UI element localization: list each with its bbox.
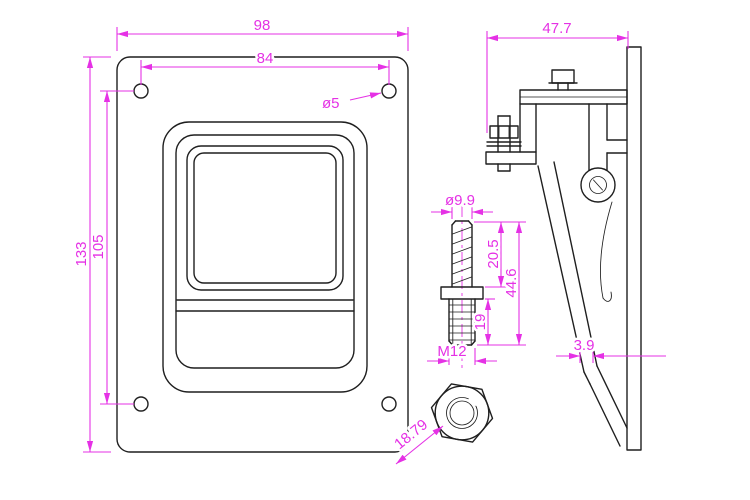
dim-text-overall-height: 133 xyxy=(73,241,90,266)
corner-hole-top-left xyxy=(133,83,149,99)
front-dim-hole-diameter: ø5 xyxy=(320,92,382,115)
spring-wire xyxy=(599,201,613,299)
key-slot xyxy=(593,179,603,191)
adjust-nut xyxy=(489,125,519,139)
dim-text-lower-length: 19 xyxy=(472,314,489,331)
plate-outline xyxy=(116,56,409,453)
stud-detail xyxy=(440,204,484,372)
stud-dim-upper-length: 20.5 xyxy=(474,221,526,288)
front-dim-overall-width: 98 xyxy=(116,15,409,51)
dim-text-thread-spec: M12 xyxy=(437,343,466,360)
front-dim-hole-spacing-height: 105 xyxy=(88,90,134,405)
corner-hole-bottom-left xyxy=(133,396,149,412)
nut-thread-major xyxy=(446,397,478,429)
dim-text-depth: 47.7 xyxy=(542,20,571,37)
dim-text-overall-width: 98 xyxy=(254,17,271,34)
latch-cam-edge-left xyxy=(589,383,621,447)
latch-body-edge-right xyxy=(553,161,598,367)
latch-cam-edge-right xyxy=(596,365,628,429)
paddle-window-inner xyxy=(193,152,337,284)
corner-hole-bottom-right xyxy=(381,396,397,412)
stud-flange-disc xyxy=(440,286,484,300)
spring-hook xyxy=(602,291,612,302)
nut-chamfer-circle xyxy=(434,385,490,441)
stud-dim-total-length: 44.6 xyxy=(501,222,523,345)
latch-body-edge-left xyxy=(537,165,585,373)
front-dim-overall-height: 133 xyxy=(71,56,111,453)
paddle-window-outer xyxy=(186,145,344,291)
dim-text-corner-hole-diameter: ø5 xyxy=(322,95,340,112)
dim-text-hole-spacing-height: 105 xyxy=(90,234,107,259)
dim-text-total-length: 44.6 xyxy=(503,268,520,297)
nut-hexagon xyxy=(430,383,494,443)
dim-text-stud-diameter: ø9.9 xyxy=(445,192,475,209)
top-bolt-head xyxy=(551,69,575,84)
key-slot-circle xyxy=(589,176,607,194)
corner-hole-top-right xyxy=(381,83,397,99)
nut-thread-minor xyxy=(449,400,475,426)
dim-text-hole-spacing-width: 84 xyxy=(257,50,274,67)
nut-dim-across-flats: 18.79 xyxy=(389,414,444,465)
dim-text-across-flats: 18.79 xyxy=(391,416,431,453)
bracket-foot xyxy=(485,151,537,165)
front-dim-hole-spacing-width: 84 xyxy=(140,48,390,85)
dim-text-upper-length: 20.5 xyxy=(485,239,502,268)
recess-outline xyxy=(162,121,368,393)
dim-text-panel-offset: 3.9 xyxy=(574,337,595,354)
side-dim-panel-offset: 3.9 xyxy=(556,335,666,363)
lock-cylinder xyxy=(580,167,616,203)
front-view xyxy=(116,56,409,453)
stud-dim-diameter: ø9.9 xyxy=(431,190,493,219)
stud-dim-thread-spec: M12 xyxy=(427,341,497,365)
stud-dim-lower-length: 19 xyxy=(470,298,526,346)
paddle-outline xyxy=(175,134,355,369)
side-view xyxy=(485,46,642,451)
hex-nut-view xyxy=(430,383,494,443)
mounting-flange xyxy=(626,46,642,451)
side-dim-depth: 47.7 xyxy=(486,18,629,133)
